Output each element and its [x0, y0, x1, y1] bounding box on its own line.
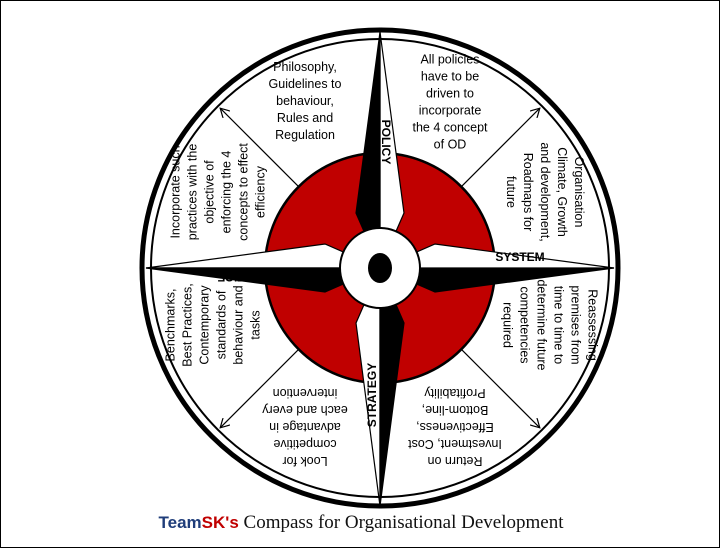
segment-text-line: Climate, Growth: [555, 147, 569, 237]
divider-arrow: [220, 108, 302, 190]
segment-text-line: efficiency: [254, 165, 268, 218]
divider-arrow: [220, 346, 302, 428]
segment-text-line: and development,: [538, 142, 552, 241]
segment-text-bottom-right: Return on Investment, Cost Effectiveness, B…: [408, 386, 502, 468]
segment-text-line: Guidelines to: [269, 77, 342, 91]
segment-text-line: Contemporary: [198, 285, 212, 365]
segment-text-line: behaviour and: [232, 285, 246, 364]
center-dot: [368, 253, 392, 283]
segment-text-line: standards of: [215, 290, 229, 359]
segment-text-line: competitive: [273, 437, 336, 451]
segment-text-line: Investment, Cost: [408, 437, 502, 451]
segment-text-line: intervention: [273, 386, 338, 400]
segment-text-line: Return on: [428, 454, 483, 468]
segment-text-line: time to time to: [552, 286, 566, 365]
segment-text-line: have to be: [421, 70, 479, 84]
label-policy: POLICY: [379, 120, 393, 165]
segment-text-line: Regulation: [275, 128, 335, 142]
segment-text-line: advantage in: [269, 420, 341, 434]
segment-text-line: Incorporate such: [169, 145, 183, 238]
segment-text-line: required: [501, 302, 515, 348]
label-system: SYSTEM: [495, 250, 544, 264]
label-practice: PRACTICE: [217, 270, 278, 284]
diagram-caption: TeamSK's Compass for Organisational Deve…: [0, 512, 722, 534]
segment-text-line: practices with the: [186, 144, 200, 241]
segment-text-line: Roadmaps for: [521, 153, 535, 232]
segment-text-line: Best Practices,: [181, 283, 195, 366]
segment-text-bottom-left: Look for competitive advantage in each and …: [262, 386, 348, 468]
segment-text-line: Philosophy,: [273, 60, 337, 74]
segment-text-line: All policies: [420, 53, 479, 67]
segment-text-line: each and every: [262, 403, 348, 417]
segment-text-line: enforcing the 4: [220, 151, 234, 234]
label-strategy: STRATEGY: [365, 363, 379, 427]
segment-text-line: premises from: [569, 285, 583, 364]
caption-sk: SK's: [201, 513, 239, 532]
segment-text-line: determine future: [535, 279, 549, 370]
segment-text-line: tasks: [249, 310, 263, 339]
segment-text-line: competencies: [518, 286, 532, 363]
segment-text-line: driven to: [426, 87, 474, 101]
segment-text-line: Rules and: [277, 111, 333, 125]
segment-text-line: the 4 concept: [412, 121, 488, 135]
divider-arrow: [458, 108, 540, 190]
segment-text-line: concepts to effect: [237, 143, 251, 241]
segment-text-line: Effectiveness,: [416, 420, 494, 434]
caption-title: Compass for Organisational Development: [238, 512, 564, 533]
segment-text-right-lower: Reassessingpremises fromtime to time tod…: [501, 279, 600, 370]
segment-text-top-left: Philosophy, Guidelines to behaviour, Rules …: [269, 60, 342, 142]
segment-text-line: Bottom-line,: [422, 403, 489, 417]
divider-arrow: [458, 346, 540, 428]
segment-text-line: behaviour,: [276, 94, 334, 108]
segment-text-top-right: All policies have to be driven to incorpora…: [412, 53, 488, 152]
caption-team: Team: [158, 513, 202, 532]
segment-text-line: Organisation: [572, 157, 586, 228]
segment-text-line: Profitability: [424, 386, 486, 400]
segment-text-line: of OD: [434, 138, 467, 152]
segment-text-line: Reassessing: [586, 289, 600, 361]
segment-text-line: Benchmarks,: [164, 289, 178, 362]
segment-text-line: incorporate: [419, 104, 482, 118]
segment-text-line: future: [504, 176, 518, 208]
segment-text-line: Look for: [282, 454, 327, 468]
segment-text-right-upper: OrganisationClimate, Growthand developme…: [504, 142, 586, 241]
segment-text-line: objective of: [203, 160, 217, 224]
